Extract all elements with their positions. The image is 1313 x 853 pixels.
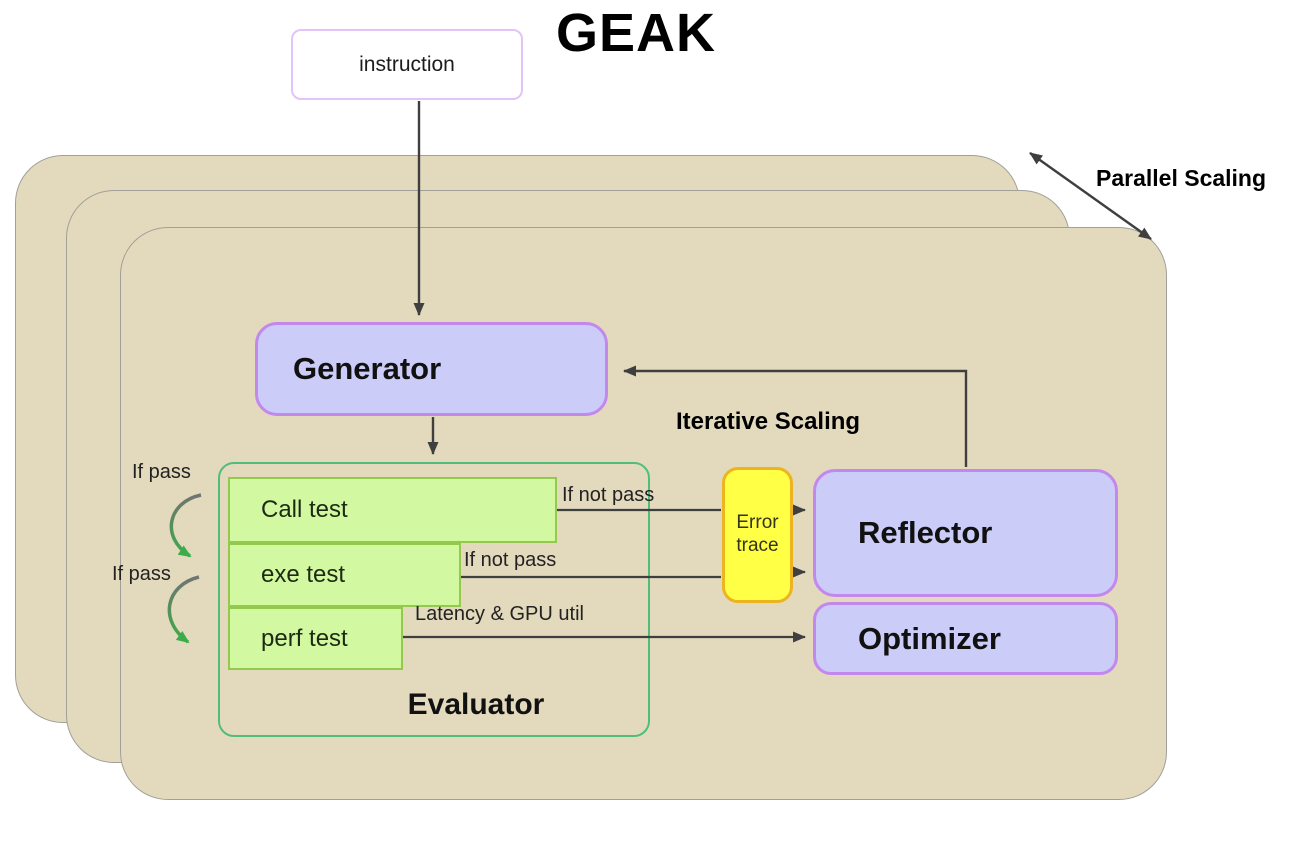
- if-not-pass-label-1: If not pass: [562, 484, 655, 506]
- optimizer-label: Optimizer: [858, 620, 1001, 656]
- if-pass-label-1: If pass: [132, 461, 191, 483]
- exe-test-node: exe test: [228, 543, 461, 607]
- call-test-label: Call test: [261, 496, 348, 523]
- instruction-label: instruction: [359, 52, 455, 76]
- evaluator-group: [218, 462, 650, 737]
- exe-test-label: exe test: [261, 561, 346, 588]
- instruction-node: instruction: [291, 29, 523, 100]
- if-pass-label-2: If pass: [112, 563, 171, 585]
- call-test-node: Call test: [228, 477, 557, 543]
- reflector-node: Reflector: [813, 469, 1118, 597]
- evaluator-label: Evaluator: [407, 688, 545, 721]
- iterative-scaling-label: Iterative Scaling: [676, 408, 861, 435]
- if-not-pass-label-2: If not pass: [464, 549, 557, 571]
- error-trace-node: Error trace: [722, 467, 793, 603]
- perf-test-node: perf test: [228, 607, 403, 670]
- perf-test-label: perf test: [261, 624, 348, 652]
- optimizer-node: Optimizer: [813, 602, 1118, 675]
- generator-node: Generator: [255, 322, 608, 416]
- parallel-scaling-label: Parallel Scaling: [1096, 165, 1267, 191]
- generator-label: Generator: [293, 351, 442, 386]
- page-title: GEAK: [556, 3, 717, 63]
- error-trace-label: Error trace: [736, 512, 779, 556]
- latency-gpu-label: Latency & GPU util: [415, 603, 584, 625]
- reflector-label: Reflector: [858, 515, 993, 550]
